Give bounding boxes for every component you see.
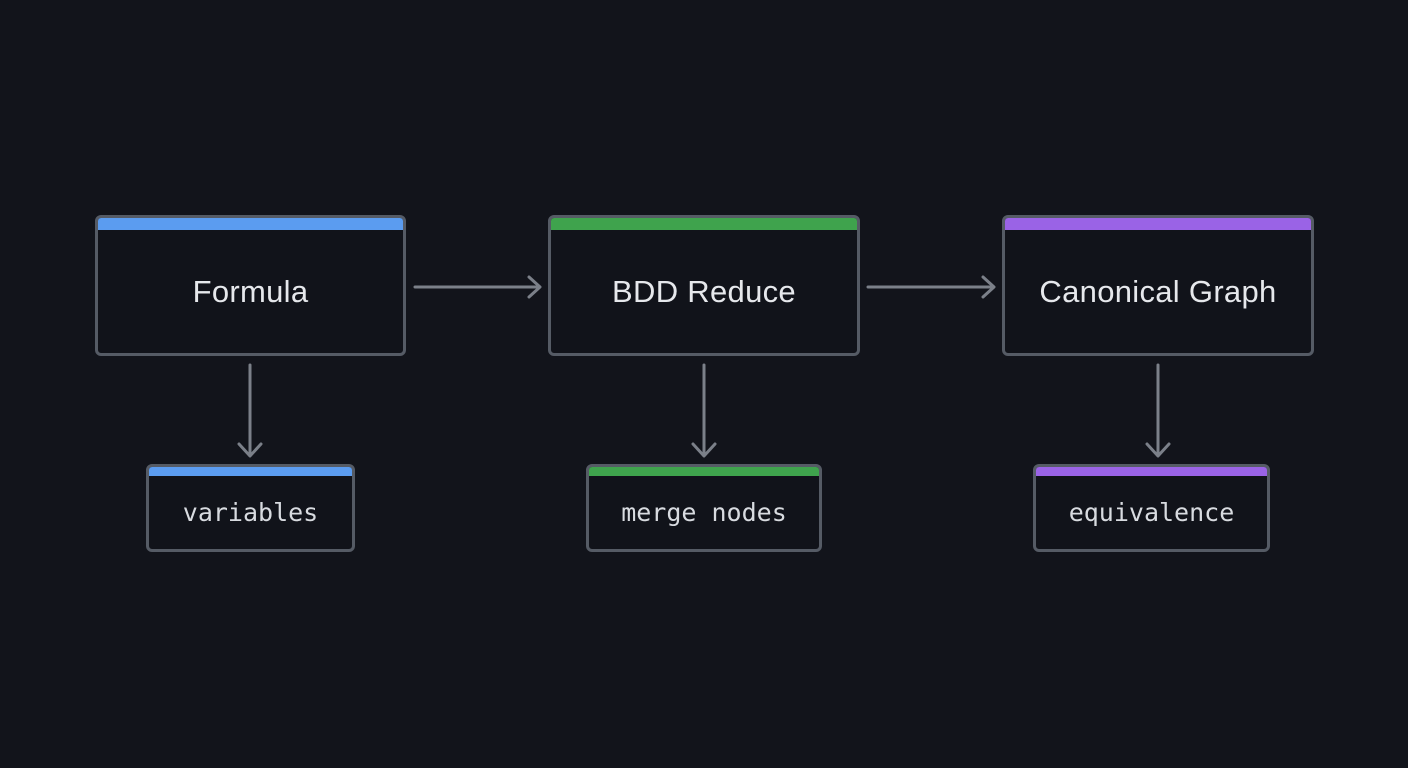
node-accent-bar xyxy=(1005,218,1311,230)
node-bdd-reduce: BDD Reduce xyxy=(548,215,860,356)
arrow-canonical-graph-to-equivalence xyxy=(1145,363,1171,458)
output-label: equivalence xyxy=(1068,498,1235,527)
output-equivalence: equivalence xyxy=(1033,464,1270,552)
node-canonical-graph: Canonical Graph xyxy=(1002,215,1314,356)
output-merge-nodes: merge nodes xyxy=(586,464,822,552)
arrow-bdd-reduce-to-canonical-graph xyxy=(866,275,996,299)
node-formula: Formula xyxy=(95,215,406,356)
node-accent-bar xyxy=(551,218,857,230)
output-accent-bar xyxy=(149,467,352,476)
arrow-bdd-reduce-to-merge-nodes xyxy=(691,363,717,458)
node-label: Formula xyxy=(192,273,309,309)
output-variables: variables xyxy=(146,464,355,552)
node-label: BDD Reduce xyxy=(612,273,796,309)
output-label: variables xyxy=(182,498,319,527)
arrow-formula-to-bdd-reduce xyxy=(413,275,542,299)
node-accent-bar xyxy=(98,218,403,230)
output-accent-bar xyxy=(589,467,819,476)
arrow-formula-to-variables xyxy=(237,363,263,458)
node-label: Canonical Graph xyxy=(1039,273,1277,309)
output-label: merge nodes xyxy=(621,498,787,527)
output-accent-bar xyxy=(1036,467,1267,476)
